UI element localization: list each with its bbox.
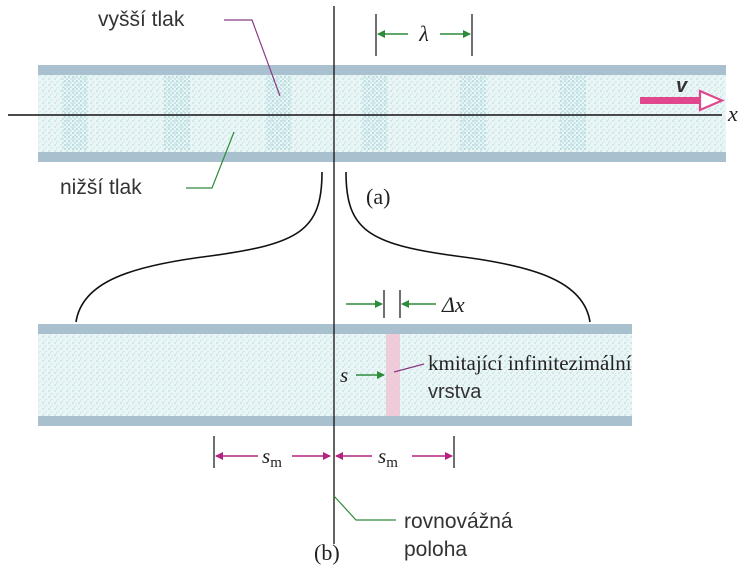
compression-bands — [62, 76, 586, 150]
zoom-brace-right — [345, 171, 591, 323]
amplitude-left-label: sm — [262, 444, 282, 471]
compression-band — [62, 76, 88, 150]
zoom-brace-left — [75, 171, 323, 323]
tube-a — [38, 65, 726, 162]
compression-band — [266, 76, 292, 150]
oscillating-layer — [386, 334, 400, 416]
equilibrium-label-line1: rovnovážná — [404, 510, 513, 533]
amplitude-right-symbol: s — [378, 444, 386, 468]
tube-b-stipple — [38, 332, 632, 418]
velocity-arrow-shaft — [640, 97, 702, 104]
panel-b-label: (b) — [314, 540, 340, 565]
tube-b-bottom-wall — [38, 416, 632, 426]
equilibrium-label-line2: poloha — [404, 538, 467, 561]
delta-x-marker — [346, 290, 436, 318]
wavelength-marker — [375, 14, 473, 56]
amplitude-right-subscript: m — [386, 455, 398, 471]
x-axis-label: x — [727, 101, 738, 126]
velocity-arrow — [640, 89, 725, 112]
amplitude-right-label: sm — [378, 444, 398, 471]
oscillating-layer-label-line2: vrstva — [428, 381, 482, 403]
compression-band — [164, 76, 190, 150]
wavelength-label: λ — [418, 21, 429, 46]
amplitude-left-subscript: m — [270, 455, 282, 471]
higher-pressure-leader — [224, 19, 281, 97]
velocity-label: v — [676, 75, 689, 97]
compression-band — [362, 76, 388, 150]
lower-pressure-label: nižší tlak — [60, 176, 142, 199]
equilibrium-leader — [333, 495, 396, 521]
panel-a-label: (a) — [366, 184, 390, 209]
tube-a-bottom-wall — [38, 152, 726, 162]
compression-band — [460, 76, 486, 150]
amplitude-marker — [213, 436, 455, 468]
tube-b — [38, 324, 632, 426]
tube-b-top-wall — [38, 324, 632, 334]
delta-x-label: Δx — [441, 292, 465, 317]
displacement-label: s — [340, 363, 348, 387]
higher-pressure-label: vyšší tlak — [98, 8, 185, 31]
lower-pressure-leader — [186, 131, 235, 189]
oscillating-layer-leader — [393, 363, 425, 373]
tube-a-top-wall — [38, 65, 726, 75]
amplitude-left-symbol: s — [262, 444, 270, 468]
velocity-arrow-head — [698, 89, 725, 112]
compression-band — [560, 76, 586, 150]
oscillating-layer-label-line1: kmitající infinitezimální — [428, 351, 632, 375]
